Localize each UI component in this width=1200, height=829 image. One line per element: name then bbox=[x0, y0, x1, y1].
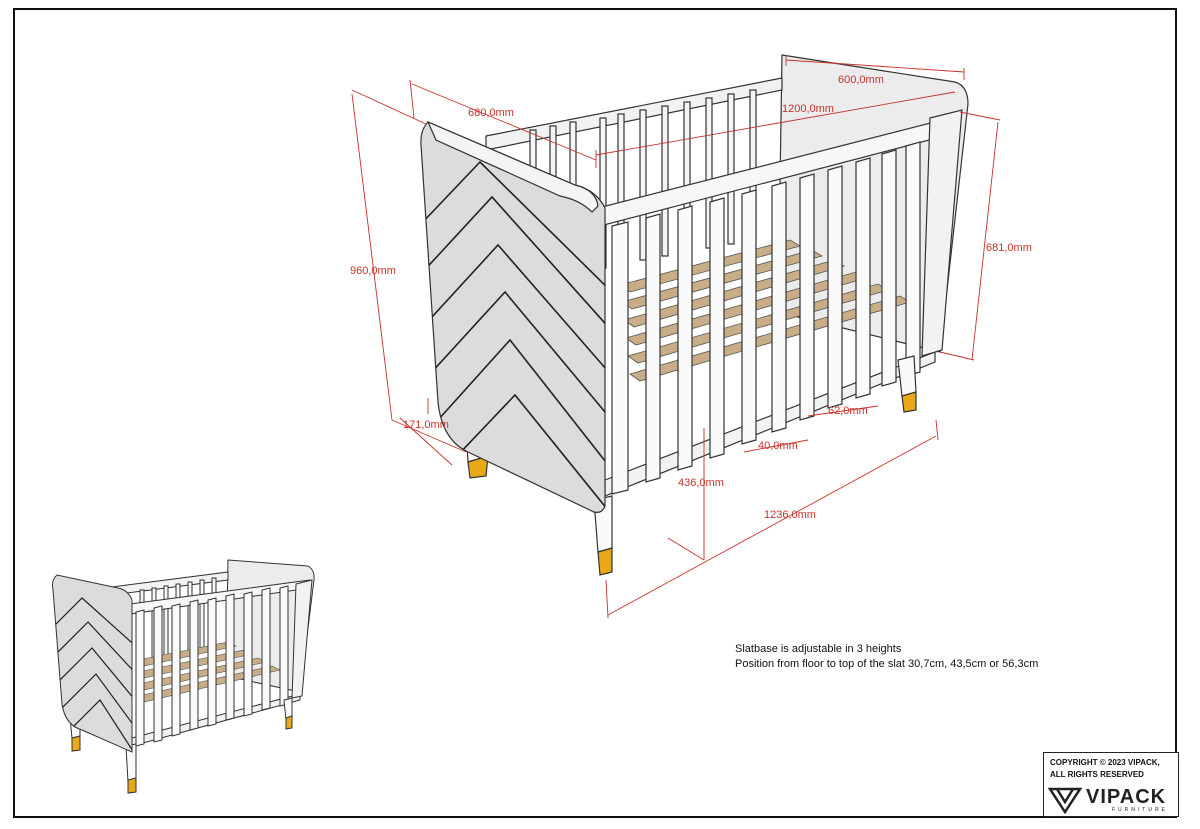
dimension-labels: 600,0mm 680,0mm 1200,0mm 960,0mm 681,0mm… bbox=[350, 74, 1032, 521]
preview-post bbox=[291, 579, 313, 699]
brand-subtitle: FURNITURE bbox=[1112, 807, 1168, 813]
dim-height-681: 681,0mm bbox=[986, 242, 1032, 254]
back-rail bbox=[485, 77, 783, 151]
preview-leg-front-cap bbox=[127, 777, 137, 794]
dim-spacing-62: 62,0mm bbox=[828, 405, 868, 417]
leg-right-cap bbox=[901, 391, 917, 413]
chevron-pattern bbox=[420, 160, 605, 513]
brand-logo: VIPACK FURNITURE bbox=[1048, 786, 1176, 814]
copyright-box: COPYRIGHT © 2023 VIPACK, ALL RIGHTS RESE… bbox=[1043, 752, 1179, 817]
sheet-border bbox=[13, 8, 1177, 818]
main-crib bbox=[420, 54, 969, 576]
slatbase-note-line1: Slatbase is adjustable in 3 heights bbox=[735, 643, 902, 655]
leg-front-cap bbox=[597, 547, 613, 576]
dim-height-171: 171,0mm bbox=[403, 419, 449, 431]
dim-depth-680: 680,0mm bbox=[468, 107, 514, 119]
slatbase-note-line2: Position from floor to top of the slat 3… bbox=[735, 658, 1039, 670]
preview-leg-right-cap bbox=[285, 715, 293, 730]
dim-length-1236: 1236,0mm bbox=[764, 509, 816, 521]
dim-length-1200: 1200,0mm bbox=[782, 103, 834, 115]
dim-height-436: 436,0mm bbox=[678, 477, 724, 489]
dim-spacing-40: 40,0mm bbox=[758, 440, 798, 452]
preview-front-slats bbox=[135, 585, 289, 747]
front-right-post bbox=[921, 109, 963, 357]
preview-leg-left-cap bbox=[71, 735, 81, 752]
copyright-line2: ALL RIGHTS RESERVED bbox=[1050, 770, 1144, 779]
preview-side-panel bbox=[52, 574, 133, 753]
dimension-lines bbox=[351, 55, 1001, 619]
side-panel bbox=[420, 121, 606, 513]
dim-width-600: 600,0mm bbox=[838, 74, 884, 86]
front-slats bbox=[611, 141, 921, 495]
side-panel-top bbox=[426, 120, 599, 213]
vipack-logo-icon bbox=[1048, 787, 1082, 814]
brand-name: VIPACK bbox=[1086, 786, 1167, 808]
copyright-line1: COPYRIGHT © 2023 VIPACK, bbox=[1050, 758, 1160, 767]
dim-height-960: 960,0mm bbox=[350, 265, 396, 277]
slatbase-note: Slatbase is adjustable in 3 heights Posi… bbox=[735, 642, 1038, 672]
preview-chevron-pattern bbox=[52, 597, 132, 752]
leg-right bbox=[897, 355, 917, 397]
preview-crib bbox=[52, 559, 315, 794]
